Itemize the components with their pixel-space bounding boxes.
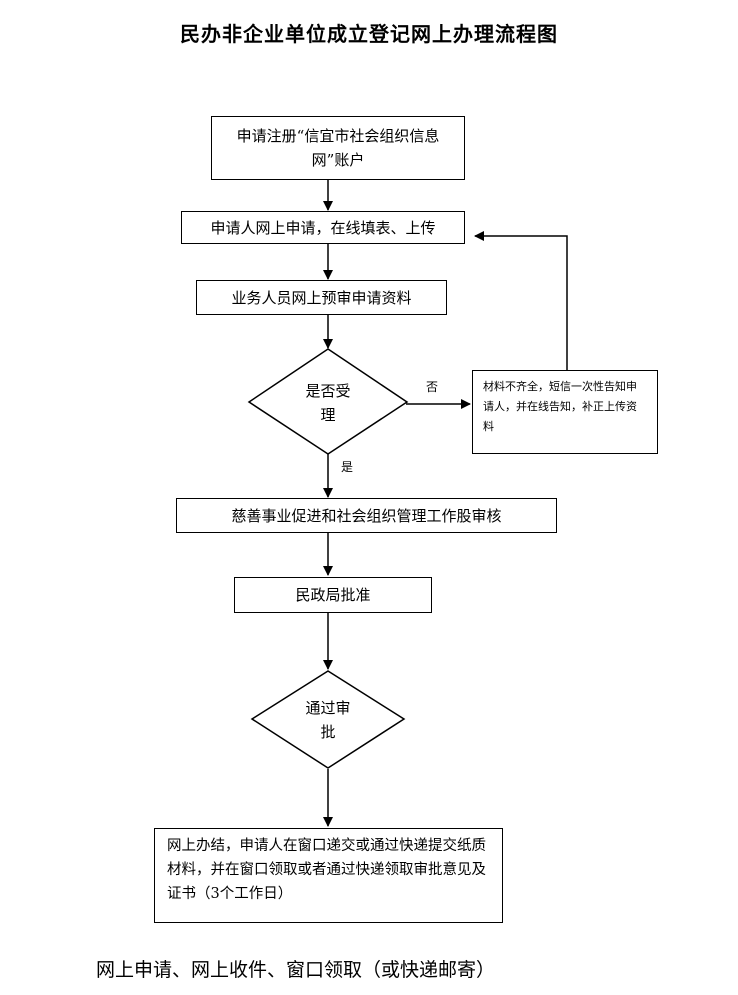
no-label: 否 bbox=[426, 380, 439, 394]
pass-decision-text: 通过审批 bbox=[305, 699, 351, 741]
step-finish: 网上办结，申请人在窗口递交或通过快递提交纸质材料，并在窗口领取或者通过快递领取审… bbox=[154, 828, 503, 923]
step-register-text: 申请注册“信宜市社会组织信息网”账户 bbox=[236, 127, 440, 169]
step-apply-online: 申请人网上申请，在线填表、上传 bbox=[181, 211, 465, 244]
step-apply-online-text: 申请人网上申请，在线填表、上传 bbox=[210, 218, 436, 237]
step-pre-review: 业务人员网上预审申请资料 bbox=[196, 280, 447, 315]
step-finish-text: 网上办结，申请人在窗口递交或通过快递提交纸质材料，并在窗口领取或者通过快递领取审… bbox=[167, 838, 486, 902]
footer-note: 网上申请、网上收件、窗口领取（或快递邮寄） bbox=[96, 959, 496, 981]
pass-diamond bbox=[250, 670, 406, 769]
step-review: 慈善事业促进和社会组织管理工作股审核 bbox=[176, 498, 557, 533]
accept-decision-text: 是否受理 bbox=[305, 382, 351, 424]
accept-diamond bbox=[247, 348, 409, 455]
step-pre-review-text: 业务人员网上预审申请资料 bbox=[231, 288, 412, 307]
yes-label: 是 bbox=[341, 460, 354, 474]
step-review-text: 慈善事业促进和社会组织管理工作股审核 bbox=[231, 506, 502, 525]
reject-note-text: 材料不齐全，短信一次性告知申请人，并在线告知，补正上传资料 bbox=[483, 380, 637, 433]
page-title: 民办非企业单位成立登记网上办理流程图 bbox=[180, 22, 558, 46]
arrow-note-back-to-apply bbox=[474, 231, 568, 370]
step-register: 申请注册“信宜市社会组织信息网”账户 bbox=[211, 116, 465, 180]
step-approve-text: 民政局批准 bbox=[295, 586, 371, 604]
reject-note: 材料不齐全，短信一次性告知申请人，并在线告知，补正上传资料 bbox=[472, 370, 658, 454]
step-approve: 民政局批准 bbox=[234, 577, 432, 613]
